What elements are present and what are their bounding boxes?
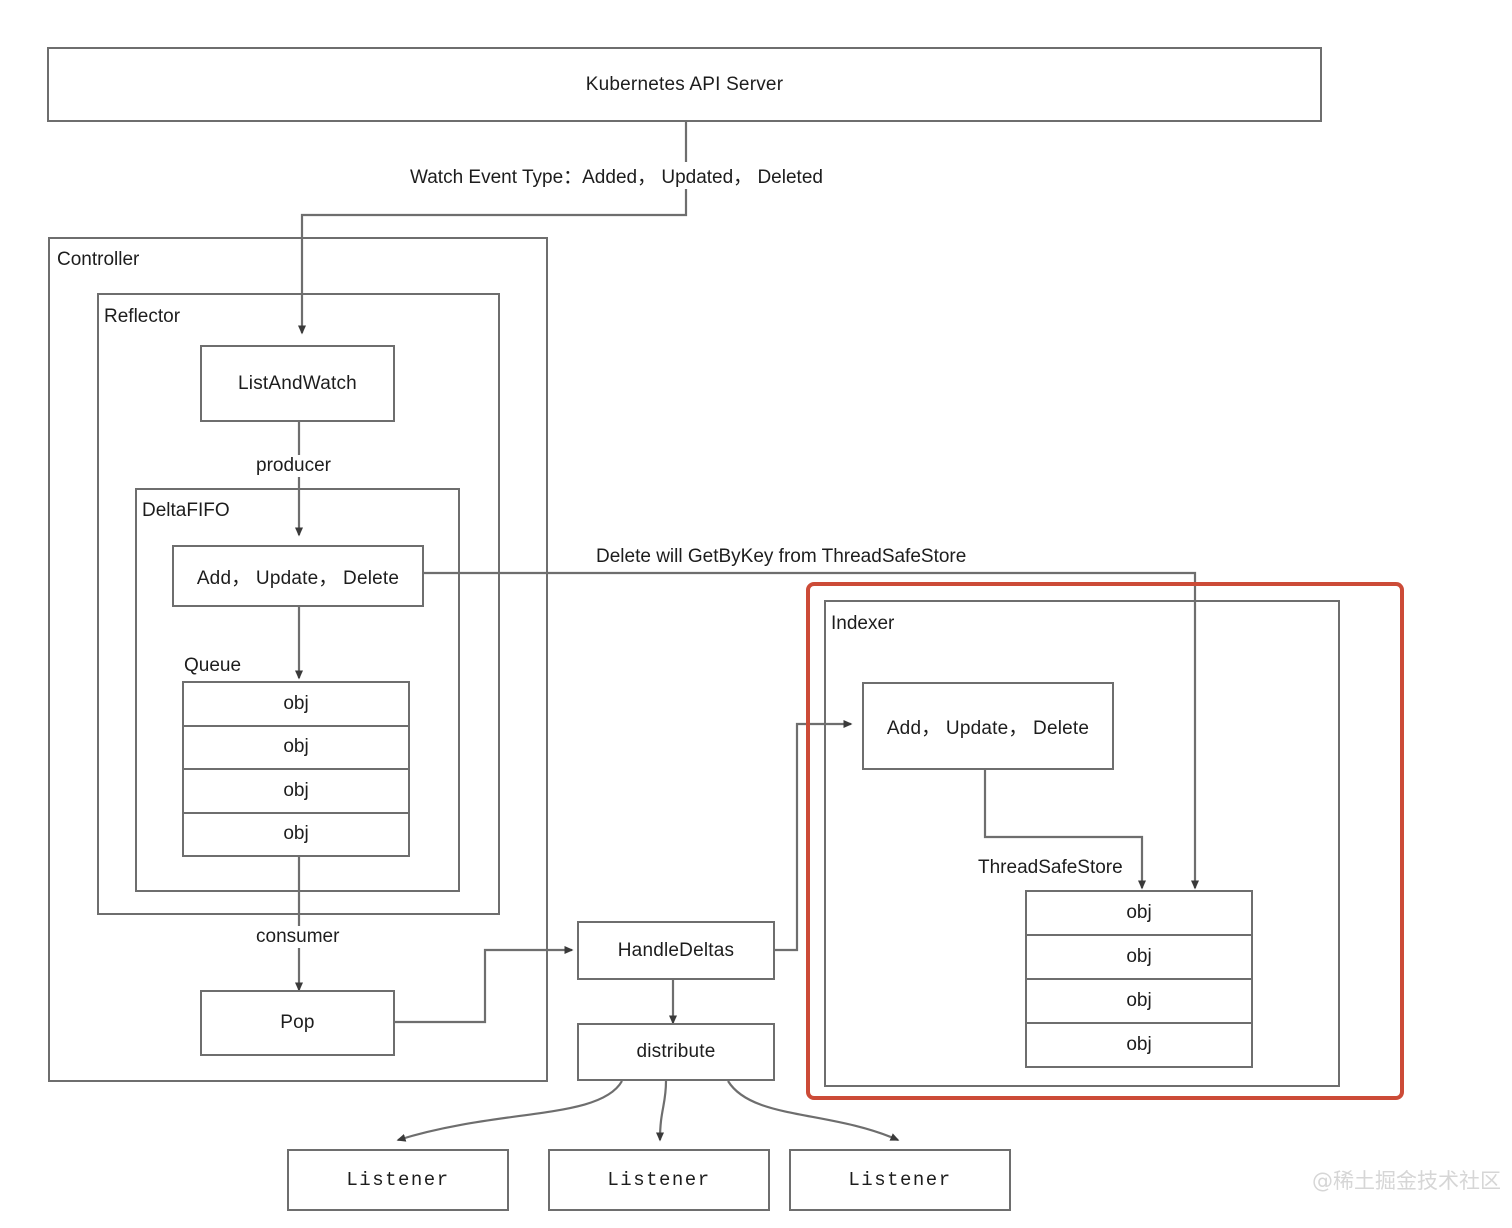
store-item: obj [1027, 892, 1251, 936]
deltafifo-ops-node: Add， Update， Delete [172, 545, 424, 607]
controller-group [48, 237, 548, 1082]
threadsafestore-stack: obj obj obj obj [1025, 890, 1253, 1068]
distribute-node: distribute [577, 1023, 775, 1081]
queue-item: obj [184, 727, 408, 770]
listener-box-3: Listener [789, 1149, 1011, 1211]
consumer-label: consumer [252, 926, 344, 948]
pop-node: Pop [200, 990, 395, 1056]
distribute-label: distribute [636, 1041, 716, 1062]
queue-item: obj [184, 770, 408, 814]
indexer-ops-node: Add， Update， Delete [862, 682, 1114, 770]
deltafifo-group-label: DeltaFIFO [142, 500, 230, 521]
handle-deltas-label: HandleDeltas [617, 939, 735, 961]
queue-label: Queue [184, 655, 242, 676]
listener-box-2: Listener [548, 1149, 770, 1211]
pop-label: Pop [280, 1012, 315, 1033]
delete-getbykey-label: Delete will GetByKey from ThreadSafeStor… [592, 546, 971, 568]
listener-label: Listener [848, 1169, 952, 1191]
indexer-ops-label: Add， Update， Delete [886, 717, 1090, 739]
threadsafestore-label: ThreadSafeStore [978, 857, 1123, 878]
deltafifo-ops-label: Add， Update， Delete [196, 567, 400, 589]
kubernetes-api-server-label: Kubernetes API Server [585, 73, 784, 95]
deltafifo-group [135, 488, 460, 892]
edge-distribute-to-listener-1 [396, 1080, 623, 1142]
edge-distribute-to-listener-2 [656, 1080, 668, 1142]
listener-label: Listener [607, 1169, 711, 1191]
store-item: obj [1126, 1034, 1152, 1055]
producer-label: producer [252, 455, 335, 477]
store-item: obj [1027, 980, 1251, 1024]
indexer-group [824, 600, 1340, 1087]
store-item: obj [1027, 936, 1251, 980]
controller-group-label: Controller [57, 249, 140, 270]
kubernetes-api-server-box: Kubernetes API Server [47, 47, 1322, 122]
queue-item: obj [184, 683, 408, 727]
indexer-highlight-box [806, 582, 1404, 1100]
list-and-watch-label: ListAndWatch [238, 372, 357, 394]
listener-label: Listener [346, 1169, 450, 1191]
queue-stack: obj obj obj obj [182, 681, 410, 857]
reflector-group-label: Reflector [104, 306, 181, 327]
handle-deltas-node: HandleDeltas [577, 921, 775, 980]
watermark: @稀土掘金技术社区 [1312, 1169, 1501, 1193]
reflector-group [97, 293, 500, 915]
list-and-watch-node: ListAndWatch [200, 345, 395, 422]
queue-item: obj [283, 823, 309, 845]
indexer-group-label: Indexer [831, 613, 895, 634]
listener-box-1: Listener [287, 1149, 509, 1211]
watch-event-type-label: Watch Event Type：Added， Updated， Deleted [406, 162, 827, 189]
